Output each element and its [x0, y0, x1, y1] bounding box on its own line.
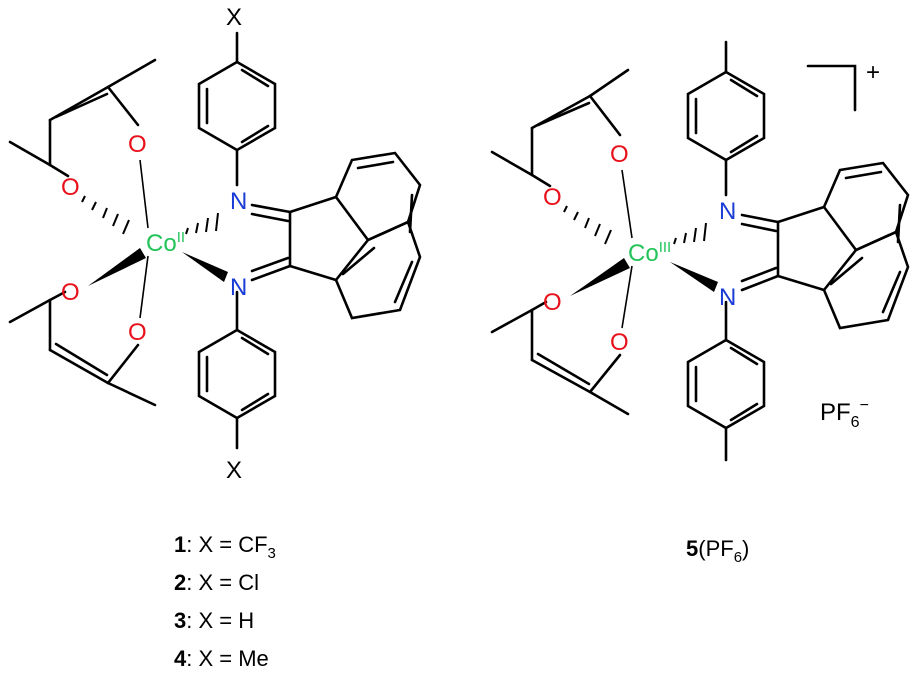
nitrogen-atom: N	[230, 274, 247, 301]
oxygen-atom: O	[61, 174, 80, 201]
cobalt-atom: CoIII	[628, 239, 671, 267]
nitrogen-atom: N	[719, 198, 736, 225]
wedge-bond	[88, 248, 146, 286]
aryl-bottom-right	[686, 300, 766, 462]
X-label-bottom: X	[226, 457, 242, 484]
oxygen-atom: O	[61, 279, 80, 306]
acac-upper-left	[8, 58, 157, 178]
acac-lower-right	[490, 300, 630, 416]
acac-upper-right	[490, 68, 630, 188]
aryl-bottom-left	[197, 290, 277, 450]
hashed-bond	[185, 212, 219, 235]
hashed-bond	[563, 205, 612, 245]
caption-compound-2: 2: X = Cl	[174, 570, 259, 595]
caption-compound-4: 4: X = Me	[174, 646, 269, 671]
cobalt-atom: CoII	[146, 229, 185, 257]
acenaphthene-right	[740, 161, 910, 330]
wedge-bond	[182, 252, 228, 282]
oxygen-atom: O	[128, 319, 147, 346]
wedge-bond	[670, 262, 718, 292]
X-label-top: X	[226, 4, 242, 31]
oxygen-atom: O	[610, 329, 629, 356]
charge-bracket	[806, 64, 857, 112]
oxygen-atom: O	[543, 289, 562, 316]
complex-left: X X O O O O N N CoII	[8, 4, 422, 484]
complex-right: + O O O O N N CoIII PF6−	[490, 40, 910, 462]
aryl-top-right	[686, 40, 766, 197]
oxygen-atom: O	[543, 184, 562, 211]
hashed-bond	[673, 222, 707, 245]
oxygen-atom: O	[610, 141, 629, 168]
wedge-bond	[570, 258, 630, 296]
caption-compound-1: 1: X = CF3	[174, 532, 276, 562]
caption-compound-5: 5(PF6)	[686, 536, 750, 566]
aryl-top-left	[197, 31, 277, 187]
hashed-bond	[81, 195, 130, 235]
charge-sign: +	[866, 59, 880, 86]
nitrogen-atom: N	[230, 188, 247, 215]
caption-compound-3: 3: X = H	[174, 608, 255, 633]
counterion-label: PF6−	[820, 397, 869, 431]
acac-lower-left	[8, 290, 157, 407]
oxygen-atom: O	[128, 131, 147, 158]
nitrogen-atom: N	[719, 284, 736, 311]
acenaphthene-left	[250, 151, 422, 320]
